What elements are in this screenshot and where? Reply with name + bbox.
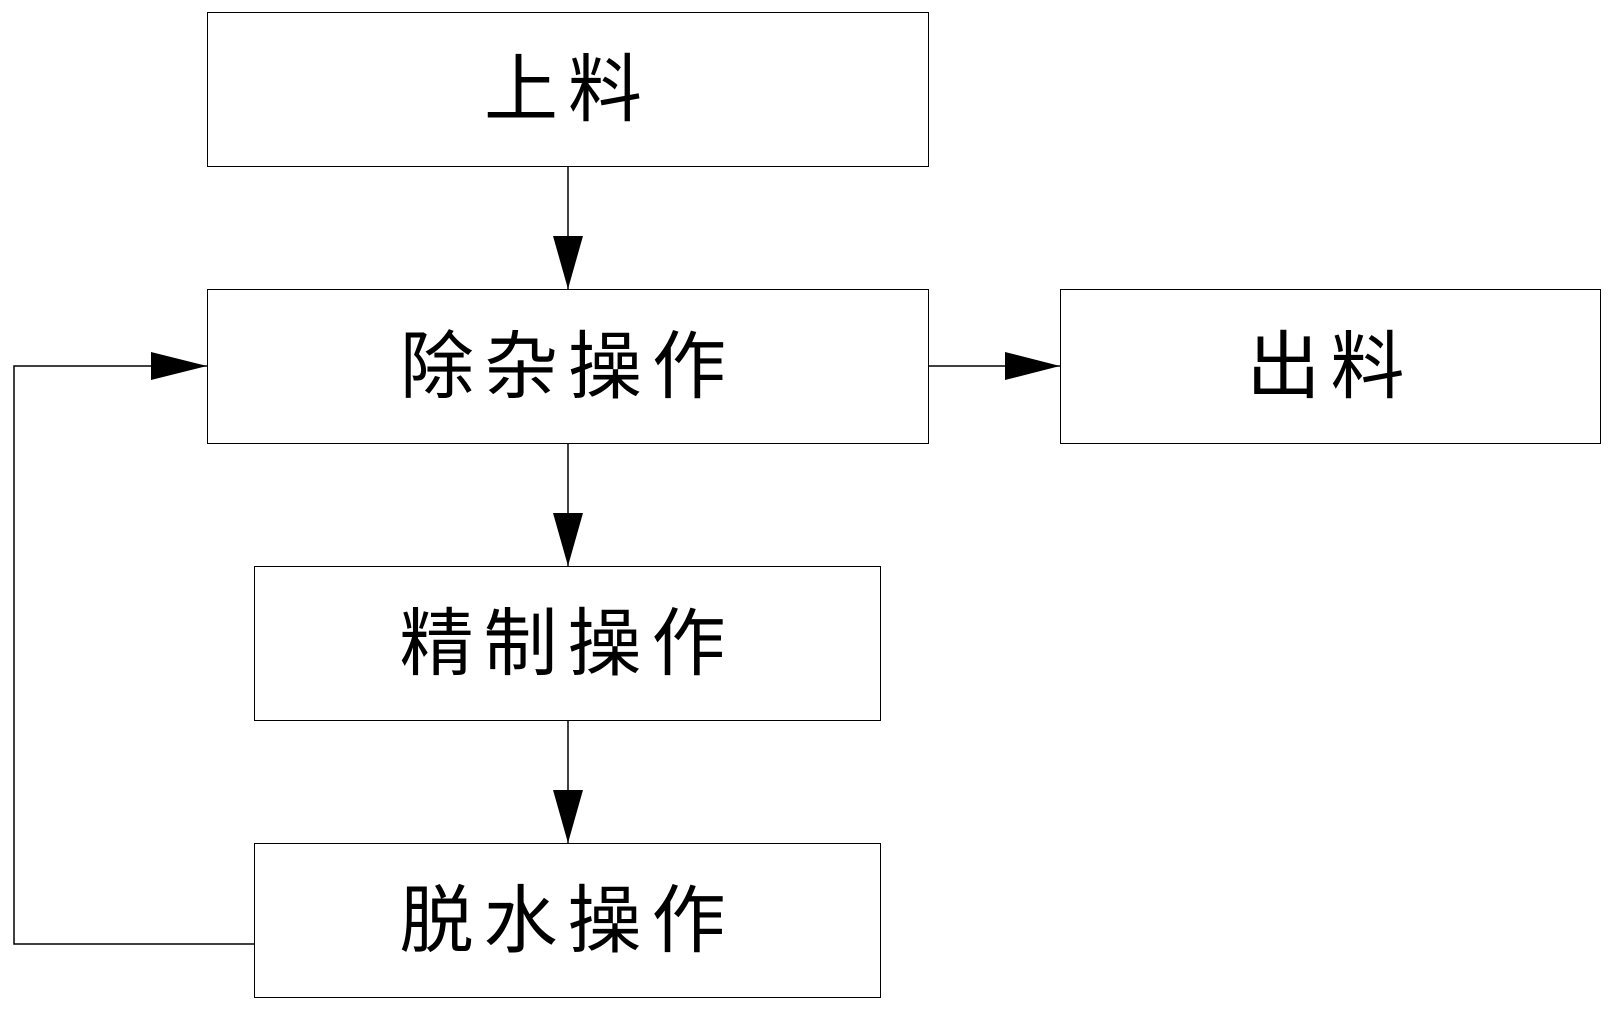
node-discharge: 出料: [1060, 289, 1601, 444]
node-loading: 上料: [207, 12, 929, 167]
arrowhead-down-dewater: [553, 790, 583, 843]
node-dewatering-label: 脱水操作: [399, 877, 736, 964]
edge-dewater-to-impurity: [13, 365, 254, 945]
arrowhead-right-discharge: [1005, 352, 1060, 380]
node-refining: 精制操作: [254, 566, 881, 721]
node-dewatering: 脱水操作: [254, 843, 881, 998]
node-loading-label: 上料: [484, 46, 652, 133]
node-impurity-removal-label: 除杂操作: [400, 323, 736, 410]
node-refining-label: 精制操作: [399, 600, 736, 687]
node-discharge-label: 出料: [1246, 323, 1415, 410]
node-impurity-removal: 除杂操作: [207, 289, 929, 444]
arrowhead-right-impurity: [151, 352, 207, 380]
arrowhead-down-refining: [553, 513, 583, 566]
arrowhead-down-impurity: [553, 236, 583, 289]
